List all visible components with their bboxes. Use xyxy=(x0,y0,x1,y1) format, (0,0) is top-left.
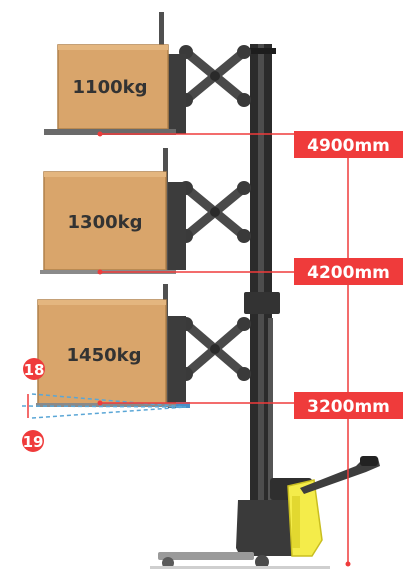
mast-outer-left xyxy=(250,44,258,514)
forklift-truck xyxy=(150,44,380,569)
load-weight-2: 1300kg xyxy=(68,212,143,233)
tilt-marker-19 xyxy=(22,430,44,452)
tilt-marker-18 xyxy=(23,358,45,380)
leader-dot-3 xyxy=(97,400,103,406)
cargo-box-1-top xyxy=(58,45,168,50)
tilt-line-lower xyxy=(31,406,187,419)
tilt-marker-18-label: 18 xyxy=(24,361,45,379)
tiller-handle xyxy=(300,458,380,494)
straddle-leg xyxy=(158,552,254,560)
scissor-joint-2d xyxy=(237,229,251,243)
scissor-joint-3b xyxy=(237,317,251,331)
mast-bracket-mid xyxy=(244,292,280,314)
cargo-box-3 xyxy=(37,299,167,405)
height-label-2: 4200mm xyxy=(307,263,390,283)
scissor-joint-2b xyxy=(237,181,251,195)
floor-shadow xyxy=(150,566,330,569)
scissor-joint-1b xyxy=(237,45,251,59)
fork-carriage-1 xyxy=(168,54,186,134)
leader-dot-2 xyxy=(97,269,103,275)
scissor-pivot-1 xyxy=(210,71,220,81)
mast-bracket-top xyxy=(246,48,276,54)
cargo-box-2-top xyxy=(44,172,166,177)
truck-base xyxy=(236,500,300,556)
mast-outer-right xyxy=(264,44,272,514)
tilt-indicator: 18 19 xyxy=(21,358,187,452)
cargo-box-3-top xyxy=(38,300,166,305)
truck-body-accent xyxy=(292,496,300,548)
height-label-3-bg xyxy=(294,392,403,419)
tilt-line-upper xyxy=(31,393,187,408)
load-tier-2: 1300kg xyxy=(40,148,251,274)
height-dimensions: 4900mm 4200mm 3200mm xyxy=(97,131,403,567)
mast-inner xyxy=(258,44,264,514)
height-label-1-bg xyxy=(294,131,403,158)
scissor-pivot-2 xyxy=(210,207,220,217)
tilt-line-horizontal xyxy=(21,405,187,408)
fork-1 xyxy=(44,129,176,135)
fork-carriage-2 xyxy=(168,182,186,270)
load-tier-1: 1100kg xyxy=(44,12,251,135)
load-weight-1: 1100kg xyxy=(73,77,148,98)
load-tier-3: 1450kg xyxy=(36,284,251,408)
cargo-box-1 xyxy=(57,44,169,130)
height-label-3: 3200mm xyxy=(307,397,390,417)
dimension-end-dot xyxy=(345,561,351,567)
fork-tip-3 xyxy=(176,402,190,408)
fork-carriage-3 xyxy=(168,316,186,408)
height-label-2-bg xyxy=(294,258,403,285)
height-label-1: 4900mm xyxy=(307,136,390,156)
scissor-joint-1d xyxy=(237,93,251,107)
scissor-pivot-3 xyxy=(210,344,220,354)
leader-dot-1 xyxy=(97,131,103,137)
scissor-joint-3d xyxy=(237,367,251,381)
fork-3 xyxy=(36,403,186,407)
load-weight-3: 1450kg xyxy=(67,345,142,366)
tiller-grip xyxy=(360,456,378,466)
tilt-marker-19-label: 19 xyxy=(23,433,44,451)
mast-hose xyxy=(268,318,273,508)
drive-wheel xyxy=(255,555,269,569)
